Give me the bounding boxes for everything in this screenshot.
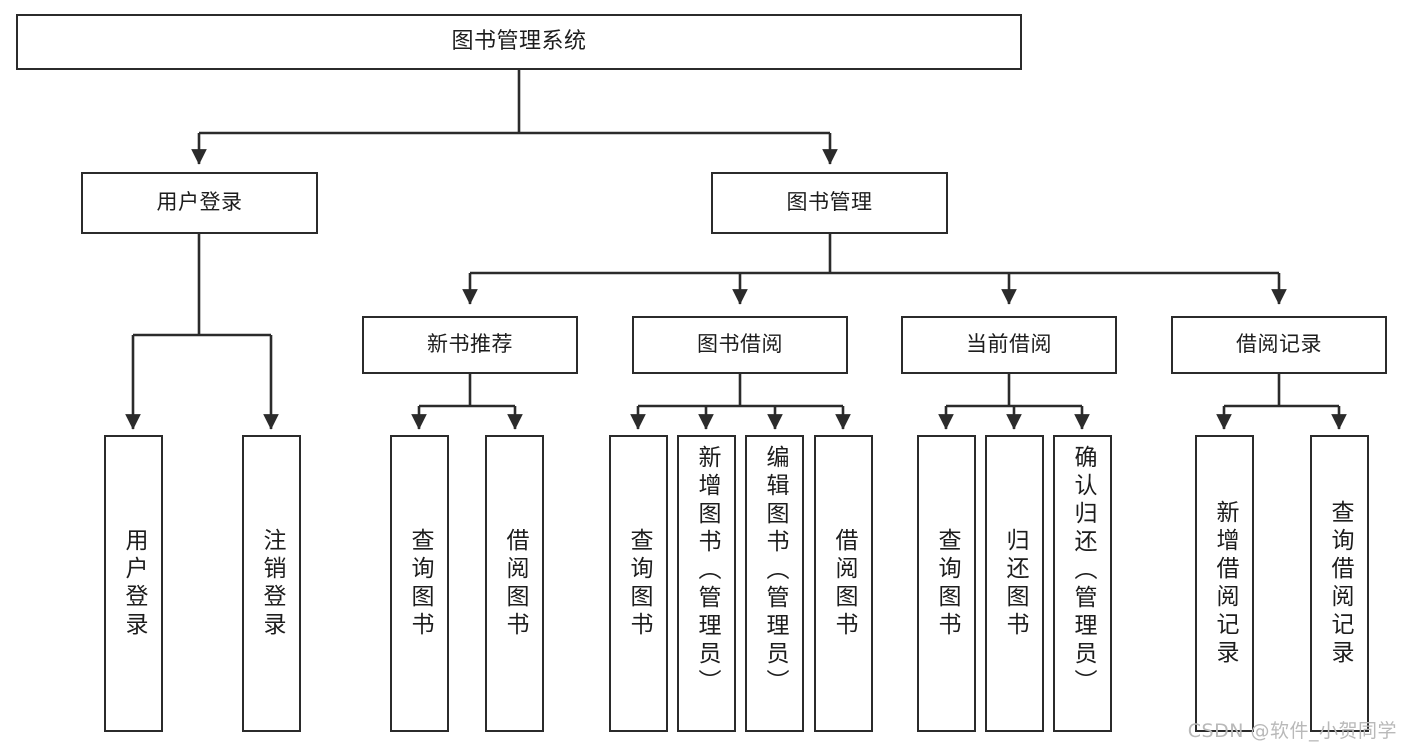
leaf-confirm-return-admin-label: 确认归还（管理员） — [1070, 445, 1096, 697]
leaf-borrow-book-recommend-label: 借阅图书 — [502, 527, 528, 640]
node-user-login-label: 用户登录 — [156, 190, 243, 215]
leaf-add-book-admin[interactable]: 新增图书（管理员） — [677, 435, 736, 732]
leaf-logout[interactable]: 注销登录 — [242, 435, 301, 732]
node-book-manage-label: 图书管理 — [786, 190, 873, 215]
leaf-query-book-borrow[interactable]: 查询图书 — [609, 435, 668, 732]
leaf-add-borrow-record[interactable]: 新增借阅记录 — [1195, 435, 1254, 732]
leaf-return-book[interactable]: 归还图书 — [985, 435, 1044, 732]
leaf-query-borrow-record-label: 查询借阅记录 — [1327, 499, 1353, 668]
node-current-borrow[interactable]: 当前借阅 — [901, 316, 1117, 374]
node-book-borrow[interactable]: 图书借阅 — [632, 316, 848, 374]
leaf-borrow-book[interactable]: 借阅图书 — [814, 435, 873, 732]
leaf-query-book-borrow-label: 查询图书 — [626, 527, 652, 640]
leaf-add-borrow-record-label: 新增借阅记录 — [1212, 499, 1238, 668]
node-user-login[interactable]: 用户登录 — [81, 172, 318, 234]
leaf-borrow-book-recommend[interactable]: 借阅图书 — [485, 435, 544, 732]
leaf-user-login[interactable]: 用户登录 — [104, 435, 163, 732]
node-root-label: 图书管理系统 — [451, 28, 587, 54]
node-new-book-recommend-label: 新书推荐 — [427, 332, 513, 357]
leaf-borrow-book-label: 借阅图书 — [831, 527, 857, 640]
leaf-logout-label: 注销登录 — [259, 527, 285, 640]
node-book-borrow-label: 图书借阅 — [697, 332, 783, 357]
leaf-edit-book-admin[interactable]: 编辑图书（管理员） — [745, 435, 804, 732]
leaf-user-login-label: 用户登录 — [121, 527, 147, 640]
node-current-borrow-label: 当前借阅 — [966, 332, 1052, 357]
leaf-edit-book-admin-label: 编辑图书（管理员） — [762, 445, 788, 697]
leaf-query-book-recommend[interactable]: 查询图书 — [390, 435, 449, 732]
node-borrow-record[interactable]: 借阅记录 — [1171, 316, 1387, 374]
node-root[interactable]: 图书管理系统 — [16, 14, 1022, 70]
leaf-return-book-label: 归还图书 — [1002, 527, 1028, 640]
leaf-confirm-return-admin[interactable]: 确认归还（管理员） — [1053, 435, 1112, 732]
leaf-query-book-current-label: 查询图书 — [934, 527, 960, 640]
leaf-query-book-current[interactable]: 查询图书 — [917, 435, 976, 732]
node-new-book-recommend[interactable]: 新书推荐 — [362, 316, 578, 374]
node-borrow-record-label: 借阅记录 — [1236, 332, 1322, 357]
leaf-query-book-recommend-label: 查询图书 — [407, 527, 433, 640]
leaf-query-borrow-record[interactable]: 查询借阅记录 — [1310, 435, 1369, 732]
leaf-add-book-admin-label: 新增图书（管理员） — [694, 445, 720, 697]
node-book-manage[interactable]: 图书管理 — [711, 172, 948, 234]
